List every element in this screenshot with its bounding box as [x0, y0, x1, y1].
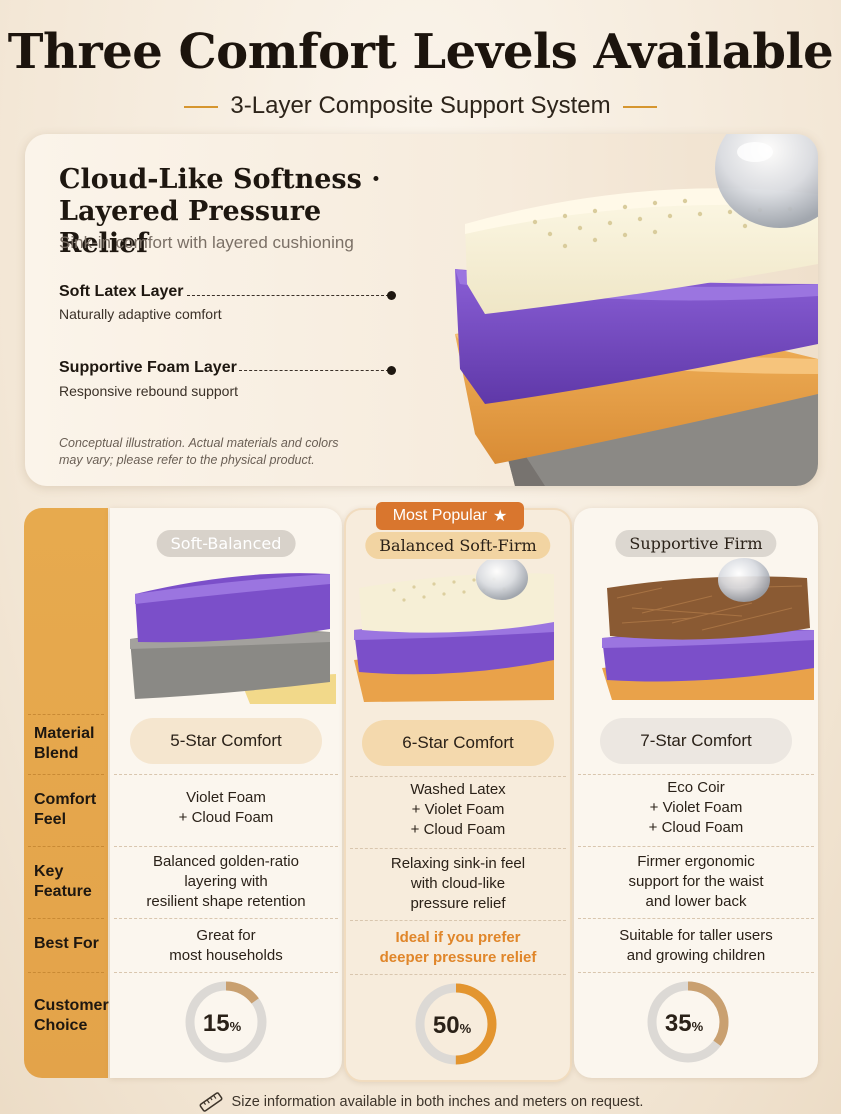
- column-label: Soft-Balanced: [156, 530, 296, 557]
- choice-donut: 50%: [415, 983, 497, 1065]
- ruler-icon: [199, 1092, 223, 1112]
- svg-text:35%: 35%: [665, 1010, 704, 1037]
- latex-layer: [465, 199, 818, 314]
- column-balanced-soft-firm: Balanced Soft-Firm 6-Star Comfort Washed…: [344, 508, 572, 1082]
- svg-text:15%: 15%: [203, 1010, 242, 1037]
- column-label: Supportive Firm: [615, 530, 777, 557]
- column-soft-balanced: Soft-Balanced 5-Star Comfort Violet Foam…: [110, 508, 342, 1078]
- leader-dot-foam: [387, 366, 396, 375]
- droplet-icon: [476, 560, 528, 600]
- layer-name-foam: Supportive Foam Layer: [59, 359, 237, 376]
- subtitle-text: 3-Layer Composite Support System: [230, 92, 611, 119]
- choice-value: 35: [665, 1010, 692, 1037]
- comfort-feel: Violet Foam+ Cloud Foam: [178, 789, 274, 826]
- subtitle-left-rule: [184, 105, 219, 108]
- balanced-soft-firm-illustration: [354, 560, 554, 702]
- layer-name-latex: Soft Latex Layer: [59, 283, 184, 300]
- leader-dot-latex: [387, 291, 396, 300]
- droplet-icon: [718, 558, 770, 602]
- hero-card: Cloud-Like Softness · Layered Pressure R…: [25, 134, 818, 486]
- most-popular-badge: Most Popular ★: [376, 502, 524, 530]
- rating-pill: 5-Star Comfort: [130, 718, 322, 764]
- soft-balanced-illustration: [130, 573, 336, 704]
- hero-tagline: Sink-in comfort with layered cushioning: [59, 233, 354, 252]
- hero-heading: Cloud-Like Softness · Layered Pressure R…: [59, 164, 399, 260]
- disclaimer-line2: may vary; please refer to the physical p…: [59, 453, 315, 467]
- subtitle-right-rule: [622, 105, 657, 108]
- layer-desc-latex: Naturally adaptive comfort: [59, 306, 222, 322]
- choice-value: 50: [433, 1012, 460, 1039]
- layer-desc-foam: Responsive rebound support: [59, 383, 239, 399]
- hero-disclaimer: Conceptual illustration. Actual material…: [59, 435, 359, 469]
- star-icon: ★: [492, 508, 508, 525]
- choice-donut: 35%: [647, 981, 729, 1063]
- column-label: Balanced Soft-Firm: [365, 532, 551, 559]
- hero-heading-line1: Cloud-Like Softness ·: [59, 164, 381, 195]
- leader-line-foam: [239, 370, 389, 371]
- comfort-feel: Eco Coir+ Violet Foam+ Cloud Foam: [648, 779, 744, 836]
- svg-text:50%: 50%: [433, 1012, 472, 1039]
- rating-pill: 7-Star Comfort: [600, 718, 792, 764]
- choice-donut: 15%: [185, 981, 267, 1063]
- row-header-bar: [24, 508, 108, 1078]
- footer-text: Size information available in both inche…: [231, 1093, 644, 1110]
- most-popular-label: Most Popular: [392, 507, 487, 524]
- page-subtitle: 3-Layer Composite Support System: [0, 92, 841, 120]
- leader-line-latex: [187, 295, 389, 296]
- mattress-layers-illustration: [455, 134, 818, 486]
- row-header-best-for: Best For: [34, 935, 99, 952]
- choice-value: 15: [203, 1010, 230, 1037]
- page-title: Three Comfort Levels Available: [7, 24, 834, 80]
- comfort-feel: Washed Latex+ Violet Foam+ Cloud Foam: [410, 781, 506, 838]
- footer-note: Size information available in both inche…: [0, 1092, 841, 1112]
- column-supportive-firm: Supportive Firm 7-Star Comfort Eco Coir+…: [574, 508, 818, 1078]
- supportive-firm-illustration: [602, 558, 814, 700]
- rating-pill: 6-Star Comfort: [362, 720, 554, 766]
- disclaimer-line1: Conceptual illustration. Actual material…: [59, 436, 339, 450]
- hero-heading-line2: Layered Pressure Relief: [59, 196, 322, 259]
